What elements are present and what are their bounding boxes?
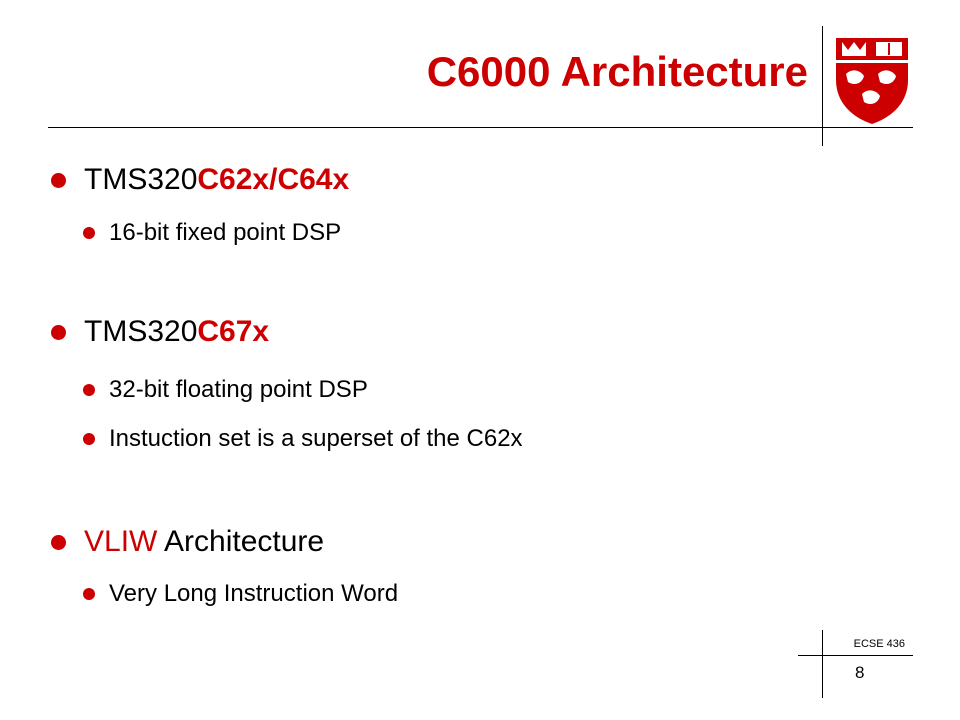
title-divider	[822, 26, 823, 146]
bullet-2-sub-2-text: Instuction set is a superset of the C62x	[109, 425, 523, 452]
bullet-2-sub-1-text: 32-bit floating point DSP	[109, 376, 368, 403]
footer-divider	[822, 630, 823, 698]
bullet-1-prefix: TMS320	[84, 163, 198, 196]
bullet-3-sub-1-text: Very Long Instruction Word	[109, 580, 399, 607]
title-underline	[48, 127, 913, 128]
bullet-3-suffix: Architecture	[157, 525, 325, 558]
bullet-1-sub-1: 16-bit fixed point DSP	[83, 219, 341, 247]
bullet-3: VLIW Architecture	[51, 525, 324, 559]
bullet-1-sub-1-text: 16-bit fixed point DSP	[109, 219, 342, 246]
bullet-1-highlight: C62x/C64x	[197, 163, 350, 196]
sub-bullet-dot	[83, 384, 95, 396]
bullet-dot	[51, 534, 66, 550]
bullet-dot	[51, 172, 66, 188]
sub-bullet-dot	[83, 227, 95, 239]
bullet-2-highlight: C67x	[197, 315, 270, 348]
bullet-3-sub-1: Very Long Instruction Word	[83, 580, 398, 608]
slide-title: C6000 Architecture	[426, 48, 808, 95]
footer-rule	[798, 655, 913, 656]
bullet-2-sub-1: 32-bit floating point DSP	[83, 376, 368, 404]
bullet-2-prefix: TMS320	[84, 315, 198, 348]
course-code: ECSE 436	[853, 638, 905, 650]
bullet-dot	[51, 324, 66, 340]
sub-bullet-dot	[83, 433, 95, 445]
sub-bullet-dot	[83, 588, 95, 600]
mcgill-crest-icon	[836, 38, 908, 124]
bullet-2-sub-2: Instuction set is a superset of the C62x	[83, 425, 523, 453]
bullet-3-highlight: VLIW	[84, 525, 158, 558]
page-number: 8	[855, 663, 865, 682]
